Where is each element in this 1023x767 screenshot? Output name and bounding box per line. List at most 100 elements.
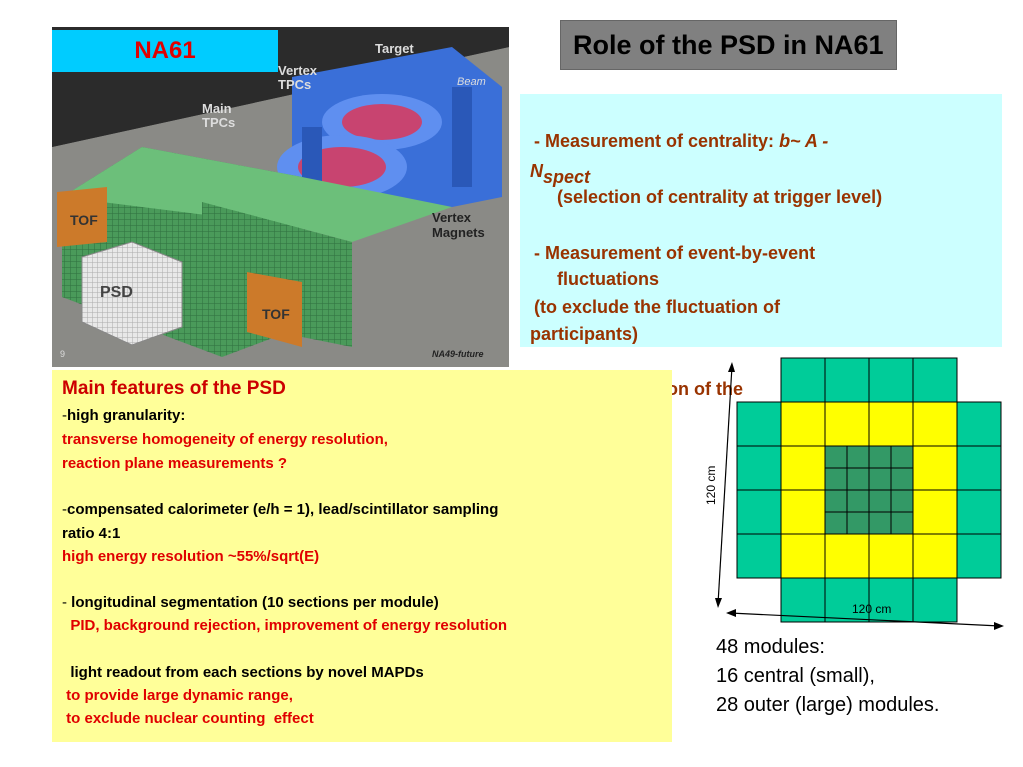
ring-module [824, 533, 870, 579]
feature-1: -high granularity: [62, 407, 185, 424]
n-subscript: spect [543, 167, 591, 187]
feature-2-detail: high energy resolution ~55%/sqrt(E) [62, 548, 320, 565]
svg-text:TPCs: TPCs [278, 77, 311, 92]
feature-1-detail-b: reaction plane measurements ? [62, 455, 288, 472]
svg-text:Magnets: Magnets [432, 225, 485, 240]
svg-text:9: 9 [60, 349, 65, 359]
central-module [846, 445, 870, 469]
module-cells [736, 357, 1002, 623]
psd-module-grid: 120 cm 120 cm [704, 357, 1004, 630]
feature-4-detail-a: to provide large dynamic range, [62, 687, 293, 704]
central-module [846, 489, 870, 513]
svg-text:Vertex: Vertex [432, 210, 472, 225]
central-module [868, 511, 892, 535]
ring-module [868, 533, 914, 579]
central-module [890, 511, 914, 535]
tof-left: TOF [57, 187, 107, 247]
ring-module [780, 445, 826, 491]
outer-module [736, 401, 782, 447]
ring-module [912, 489, 958, 535]
role-line-4: - Measurement of event-by-event [534, 243, 816, 263]
outer-module [956, 533, 1002, 579]
central-module [868, 445, 892, 469]
svg-text:TOF: TOF [70, 212, 98, 228]
central-module [824, 511, 848, 535]
outer-module [956, 445, 1002, 491]
role-line-1: - Measurement of centrality: b~ A - [534, 131, 828, 152]
feature-1-detail-a: transverse homogeneity of energy resolut… [62, 431, 388, 448]
role-line-1-text: - Measurement of centrality: [534, 131, 780, 151]
central-module [890, 489, 914, 513]
slide-title: Role of the PSD in NA61 [560, 20, 897, 70]
feature-2-dash: - [62, 501, 67, 518]
ring-module [780, 533, 826, 579]
outer-module [736, 533, 782, 579]
svg-text:TPCs: TPCs [202, 115, 235, 130]
ring-module [780, 489, 826, 535]
ring-module [780, 401, 826, 447]
svg-text:Vertex: Vertex [278, 63, 318, 78]
detector-illustration: TOF TOF PSD Target Beam Vertex TPCs Main… [52, 27, 509, 367]
svg-text:PSD: PSD [100, 284, 133, 301]
central-module [890, 467, 914, 491]
feature-4: light readout from each sections by nove… [62, 664, 424, 681]
n-symbol: N [530, 161, 543, 181]
svg-text:NA49-future: NA49-future [432, 349, 484, 359]
feature-1-text: high granularity: [67, 407, 186, 424]
outer-module [736, 445, 782, 491]
role-line-6: (to exclude the fluctuation of [534, 297, 780, 317]
outer-module [780, 357, 826, 403]
modules-central: 16 central (small), [716, 665, 875, 687]
features-heading: Main features of the PSD [62, 378, 286, 399]
feature-3-text: longitudinal segmentation (10 sections p… [71, 594, 439, 611]
modules-summary: 48 modules: 16 central (small), 28 outer… [716, 633, 939, 720]
feature-2-text: compensated calorimeter (e/h = 1), lead/… [67, 501, 499, 518]
role-line-2: Nspect [530, 161, 590, 188]
feature-3-detail: PID, background rejection, improvement o… [62, 617, 508, 634]
central-module [846, 511, 870, 535]
ring-module [912, 445, 958, 491]
central-module [890, 445, 914, 469]
modules-total: 48 modules: [716, 636, 825, 658]
vertical-dimension-arrow [715, 362, 735, 608]
feature-3-dash: - [62, 594, 72, 611]
svg-text:Beam: Beam [457, 76, 486, 88]
svg-text:Target: Target [375, 41, 414, 56]
tof-right: TOF [247, 272, 302, 347]
central-module [868, 467, 892, 491]
ring-module [912, 401, 958, 447]
outer-module [912, 357, 958, 403]
svg-text:Main: Main [202, 101, 232, 116]
role-line-5: fluctuations [557, 269, 659, 289]
detector-photo: TOF TOF PSD Target Beam Vertex TPCs Main… [52, 27, 509, 367]
outer-module [956, 401, 1002, 447]
feature-2: -compensated calorimeter (e/h = 1), lead… [62, 501, 498, 518]
role-line-3: (selection of centrality at trigger leve… [557, 187, 883, 207]
outer-module [956, 489, 1002, 535]
ring-module [912, 533, 958, 579]
feature-3: - longitudinal segmentation (10 sections… [62, 594, 439, 611]
role-line-7: participants) [530, 324, 639, 344]
central-module [824, 467, 848, 491]
central-module [824, 445, 848, 469]
svg-text:TOF: TOF [262, 306, 290, 322]
ring-module [868, 401, 914, 447]
central-module [824, 489, 848, 513]
outer-module [868, 357, 914, 403]
outer-module [824, 577, 870, 623]
ring-module [824, 401, 870, 447]
features-box: Main features of the PSD -high granulari… [52, 370, 672, 742]
modules-outer: 28 outer (large) modules. [716, 694, 940, 716]
central-module [846, 467, 870, 491]
horizontal-dimension-arrow [726, 609, 1004, 630]
psd-block: PSD [81, 241, 183, 346]
feature-4-detail-b: to exclude nuclear counting effect [62, 710, 314, 727]
outer-module [912, 577, 958, 623]
na61-label: NA61 [52, 30, 278, 72]
horizontal-dimension-label: 120 cm [852, 602, 891, 616]
outer-module [824, 357, 870, 403]
feature-2-continued: ratio 4:1 [62, 525, 121, 542]
vertical-dimension-label: 120 cm [704, 466, 718, 505]
centrality-formula: b~ A - [779, 131, 829, 151]
outer-module [868, 577, 914, 623]
